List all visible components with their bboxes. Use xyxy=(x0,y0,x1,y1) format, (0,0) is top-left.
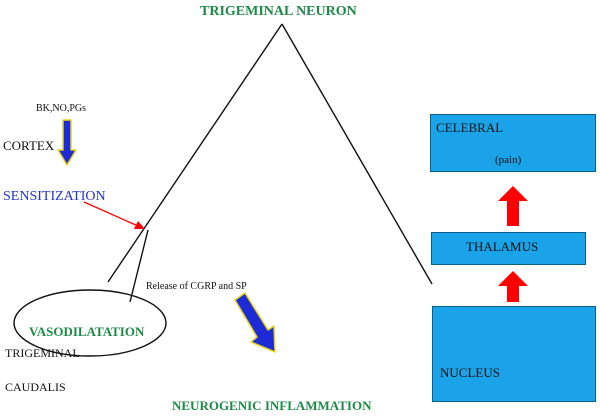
diagram-title: TRIGEMINAL NEURON xyxy=(200,4,357,19)
cortex-label: CORTEX xyxy=(3,138,55,153)
trigeminal-label: TRIGEMINAL xyxy=(5,346,80,360)
neuron-right-line xyxy=(281,23,433,285)
thalamus-box xyxy=(431,232,586,265)
caudalis-label: CAUDALIS xyxy=(5,380,66,394)
release-arrow-icon xyxy=(234,292,276,353)
nucleus-box xyxy=(432,306,596,402)
up-arrow-icon xyxy=(498,271,528,302)
pointer-arrow-icon xyxy=(83,201,145,229)
thalamus-label: THALAMUS xyxy=(466,239,539,254)
neuron-left-line xyxy=(107,23,283,283)
cerebral-label: CELEBRAL xyxy=(436,120,504,135)
up-arrow-icon xyxy=(498,186,528,226)
neuron-branch-line xyxy=(129,229,149,303)
nucleus-label: NUCLEUS xyxy=(440,365,500,380)
pain-label: (pain) xyxy=(495,154,522,166)
release-label: Release of CGRP and SP xyxy=(146,281,247,292)
mediators-label: BK,NO,PGs xyxy=(36,103,87,114)
down-arrow-icon xyxy=(57,119,77,166)
sensitization-label: SENSITIZATION xyxy=(3,189,106,204)
cerebral-box xyxy=(430,114,596,172)
vasodilatation-ellipse xyxy=(13,289,167,357)
bottom-title: NEUROGENIC INFLAMMATION xyxy=(172,398,372,413)
vasodilatation-label: VASODILATATION xyxy=(29,324,145,339)
